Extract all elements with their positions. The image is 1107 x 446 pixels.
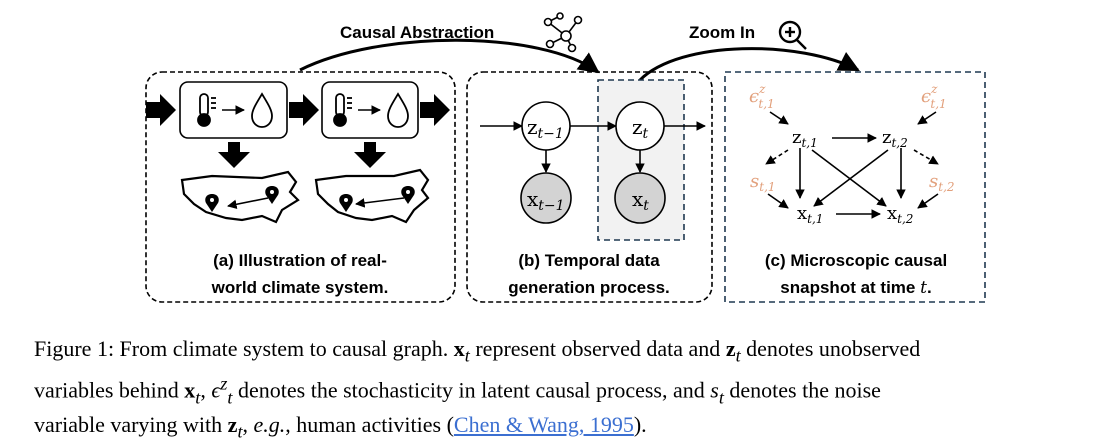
node-x-t1: xt,1 — [797, 203, 823, 226]
location-pin-icon — [265, 186, 279, 204]
down-arrow-2 — [354, 142, 386, 168]
panel-a-caption-line2: world climate system. — [211, 278, 389, 297]
causal-abstraction-label: Causal Abstraction — [340, 23, 494, 42]
diagram-canvas: Causal Abstraction Zoom In — [145, 12, 986, 303]
node-z-t2: zt,2 — [882, 127, 908, 150]
panel-a-box — [145, 71, 456, 303]
zoom-in-icon — [778, 20, 807, 50]
figure-caption: Figure 1: From climate system to causal … — [34, 335, 1094, 446]
node-z-cur — [615, 101, 665, 151]
node-z-prev — [521, 101, 571, 151]
node-label: xt — [632, 187, 649, 214]
location-pin-icon — [401, 186, 415, 204]
panel-a-caption-line1: (a) Illustration of real- — [213, 251, 387, 270]
water-drop-icon — [251, 92, 273, 128]
node-x-prev — [520, 172, 572, 224]
flow-arrow-2 — [289, 94, 319, 126]
node-z-t1: zt,1 — [792, 127, 818, 150]
climate-illustration — [146, 81, 450, 224]
temporal-graph: zt−1 zt xt−1 xt — [480, 101, 706, 224]
us-map-icon — [180, 170, 300, 224]
node-label: zt−1 — [527, 115, 564, 142]
caption-line-3: variable varying with zt, e.g., human ac… — [34, 412, 647, 442]
thermometer-icon — [197, 93, 216, 127]
zoom-in-label: Zoom In — [689, 23, 755, 42]
flow-arrow-1 — [146, 94, 176, 126]
citation-link[interactable]: Chen & Wang, 1995 — [453, 412, 634, 438]
panel-c-caption-line2: snapshot at time t. — [780, 278, 931, 298]
water-drop-icon — [387, 92, 409, 128]
panel-c-caption-line1: (c) Microscopic causal — [765, 251, 947, 270]
us-map-icon — [314, 168, 430, 224]
figure: Causal Abstraction Zoom In — [34, 12, 986, 442]
node-label: zt — [632, 115, 649, 142]
location-pin-icon — [205, 194, 219, 212]
down-arrow-1 — [218, 142, 250, 168]
node-label: xt−1 — [527, 187, 565, 214]
panel-b-caption-line2: generation process. — [508, 278, 670, 297]
noise-s-2: st,2 — [929, 171, 955, 194]
location-pin-icon — [339, 194, 353, 212]
node-x-t2: xt,2 — [887, 203, 913, 226]
panel-b-box — [466, 71, 713, 303]
flow-arrow-3 — [420, 94, 450, 126]
thermometer-icon — [333, 93, 352, 127]
caption-line-2: variables behind xt, ϵzt denotes the sto… — [34, 373, 881, 408]
causal-abstraction-arrow — [299, 38, 600, 74]
panel-c-box — [724, 71, 986, 303]
node-x-cur — [614, 172, 666, 224]
zoom-in-arrow — [638, 47, 860, 82]
network-icon — [543, 12, 583, 53]
noise-s-1: st,1 — [750, 171, 776, 194]
caption-line-1: Figure 1: From climate system to causal … — [34, 336, 921, 366]
panel-b-caption-line1: (b) Temporal data — [518, 251, 660, 270]
